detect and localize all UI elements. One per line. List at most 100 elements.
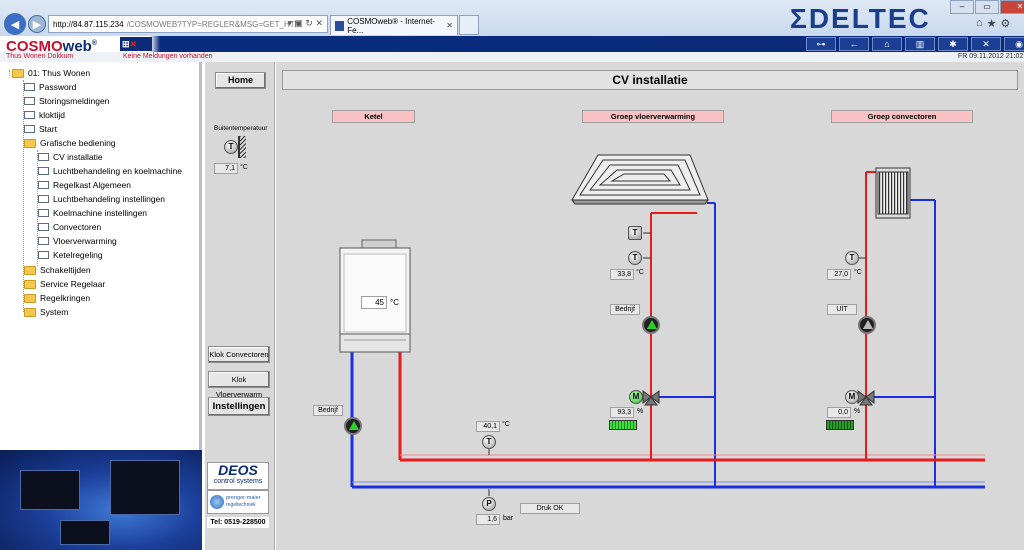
conv-pump-icon[interactable] xyxy=(858,316,876,334)
vloer-thermostat-icon: T xyxy=(628,226,642,240)
tree-folder-system[interactable]: System xyxy=(24,307,68,317)
vloer-temp-sensor-icon: T xyxy=(628,251,642,265)
deltec-brand: ΣDELTEC xyxy=(790,3,931,34)
tree-item-storingsmeldingen[interactable]: Storingsmeldingen xyxy=(24,96,109,106)
tree-sub-regelkast-algemeen[interactable]: Regelkast Algemeen xyxy=(38,180,131,190)
tree-item-grafische-bediening[interactable]: Grafische bediening xyxy=(24,138,116,148)
conv-temp-sensor-icon: T xyxy=(845,251,859,265)
folder-open-icon xyxy=(12,68,24,78)
tree-item-kloktijd[interactable]: kloktijd xyxy=(24,110,65,120)
tree-sub-convectoren[interactable]: Convectoren xyxy=(38,222,101,232)
conv-valve-level-bar xyxy=(826,420,854,430)
page-title: CV installatie xyxy=(282,70,1018,90)
tree-root-label: 01: Thus Wonen xyxy=(28,68,91,78)
browser-tab[interactable]: COSMOweb® - Internet-Fe... ✕ xyxy=(330,15,458,35)
vloer-valve-value: 93,3 xyxy=(610,407,634,418)
tree-folder-regelkringen[interactable]: Regelkringen xyxy=(24,293,90,303)
tree-item-label: Grafische bediening xyxy=(40,138,116,148)
tree-folder-service-regelaar[interactable]: Service Regelaar xyxy=(24,279,105,289)
globe-icon xyxy=(210,495,224,509)
conv-pump-status: UIT xyxy=(827,304,857,315)
minimize-icon[interactable]: – xyxy=(950,0,974,14)
chip-shape xyxy=(20,470,80,510)
boiler-pump-status: Bedrijf xyxy=(313,405,343,416)
address-controls-icon[interactable]: ▾ ▣ ↻ ✕ xyxy=(287,18,323,28)
pointer-icon[interactable]: ✱ xyxy=(938,37,968,51)
group-title-vloerverwarming: Groep vloerverwarming xyxy=(582,110,724,123)
deos-logo: DEOS control systems xyxy=(207,462,269,490)
conv-valve-value: 0,0 xyxy=(827,407,851,418)
home-house-icon[interactable]: ⌂ xyxy=(872,37,902,51)
vloer-temp-value: 33,8 xyxy=(610,269,634,280)
tree-line xyxy=(9,70,10,76)
page-icon xyxy=(38,167,49,175)
tree-sub-luchtbehandeling-instellingen[interactable]: Luchtbehandeling instellingen xyxy=(38,194,165,204)
tree-root[interactable]: 01: Thus Wonen xyxy=(12,68,90,78)
new-tab-button[interactable] xyxy=(459,15,479,35)
instellingen-button[interactable]: Instellingen xyxy=(208,397,270,416)
home-icon[interactable]: ⌂ xyxy=(976,17,983,29)
tree-line xyxy=(23,80,24,312)
boiler-setpoint-unit: °C xyxy=(390,298,399,307)
address-bar[interactable]: http://84.87.115.234/COSMOWEB?TYP=REGLER… xyxy=(48,15,328,33)
forward-button[interactable]: ▶ xyxy=(28,15,46,33)
outside-temp-unit: °C xyxy=(240,164,248,171)
vloer-pump-icon[interactable] xyxy=(642,316,660,334)
outside-temp-label: Buitentemperatuur xyxy=(214,125,268,132)
maximize-icon[interactable]: ▭ xyxy=(975,0,999,14)
tab-title: COSMOweb® - Internet-Fe... xyxy=(347,16,435,35)
wall-icon xyxy=(238,136,246,158)
tree-sub-ketelregeling[interactable]: Ketelregeling xyxy=(38,250,103,260)
date-time: FR 09.11.2012 21:02 xyxy=(958,53,1024,60)
tree-item-label: Koelmachine instellingen xyxy=(53,208,148,218)
eye-icon[interactable]: ◉ xyxy=(1004,37,1024,51)
vloer-temp-unit: °C xyxy=(636,269,644,276)
back-button[interactable]: ◀ xyxy=(4,13,26,35)
partner-name: prenger-maier xyxy=(226,495,261,501)
status-bar xyxy=(0,52,1024,62)
gear-icon[interactable]: ⚙ xyxy=(1000,18,1011,30)
page-icon xyxy=(24,111,35,119)
tree-item-label: Start xyxy=(39,124,57,134)
page-icon xyxy=(38,237,49,245)
conv-valve-motor-icon[interactable]: M xyxy=(845,390,859,404)
close-tab-icon[interactable]: ✕ xyxy=(446,21,453,30)
tree-sub-koelmachine-instellingen[interactable]: Koelmachine instellingen xyxy=(38,208,147,218)
tree-item-start[interactable]: Start xyxy=(24,124,57,134)
floor-heating-coil-icon xyxy=(571,154,709,205)
klok-vloerverwarm-button[interactable]: Klok Vloerverwarm xyxy=(208,371,270,399)
navigation-tree: 01: Thus Wonen Password Storingsmeldinge… xyxy=(0,62,202,450)
browser-tools: ⌂ ★ ⚙ xyxy=(976,17,1010,30)
klok-convectoren-button[interactable]: Klok Convectoren xyxy=(208,346,270,363)
tree-sub-luchtbehandeling-koelmachine[interactable]: Luchtbehandeling en koelmachine xyxy=(38,166,182,176)
circuit-board-photo xyxy=(0,450,202,550)
tree-sub-vloerverwarming[interactable]: Vloerverwarming xyxy=(38,236,117,246)
chart-icon[interactable]: ▥ xyxy=(905,37,935,51)
logout-key-icon[interactable]: ⊶ xyxy=(806,37,836,51)
tree-item-label: Schakeltijden xyxy=(40,265,91,275)
deos-sub: control systems xyxy=(213,478,263,485)
boiler-pump-icon[interactable] xyxy=(344,417,362,435)
tools-icon[interactable]: ✕ xyxy=(971,37,1001,51)
outside-temp-sensor-icon: T xyxy=(224,140,238,154)
cosmoweb-logo: COSMOweb® xyxy=(6,36,97,55)
vloer-mixing-valve-icon xyxy=(642,390,660,406)
tree-item-password[interactable]: Password xyxy=(24,82,76,92)
vloer-valve-level-bar xyxy=(609,420,637,430)
close-window-icon[interactable]: ✕ xyxy=(1000,0,1024,14)
tree-item-label: Luchtbehandeling instellingen xyxy=(53,194,166,204)
pressure-unit: bar xyxy=(503,515,514,522)
home-button[interactable]: Home xyxy=(215,72,266,89)
favorites-star-icon[interactable]: ★ xyxy=(986,18,997,30)
boiler-setpoint-value[interactable]: 45 xyxy=(361,296,387,309)
folder-icon xyxy=(24,265,36,275)
folder-icon xyxy=(24,279,36,289)
vloer-valve-motor-icon[interactable]: M xyxy=(629,390,643,404)
convector-radiator-icon xyxy=(875,167,911,219)
tree-folder-schakeltijden[interactable]: Schakeltijden xyxy=(24,265,91,275)
logo-mark: ® xyxy=(91,40,98,47)
return-temp-unit: °C xyxy=(502,421,510,428)
tree-sub-cv-installatie[interactable]: CV installatie xyxy=(38,152,103,162)
back-arrow-icon[interactable]: ← xyxy=(839,37,869,51)
